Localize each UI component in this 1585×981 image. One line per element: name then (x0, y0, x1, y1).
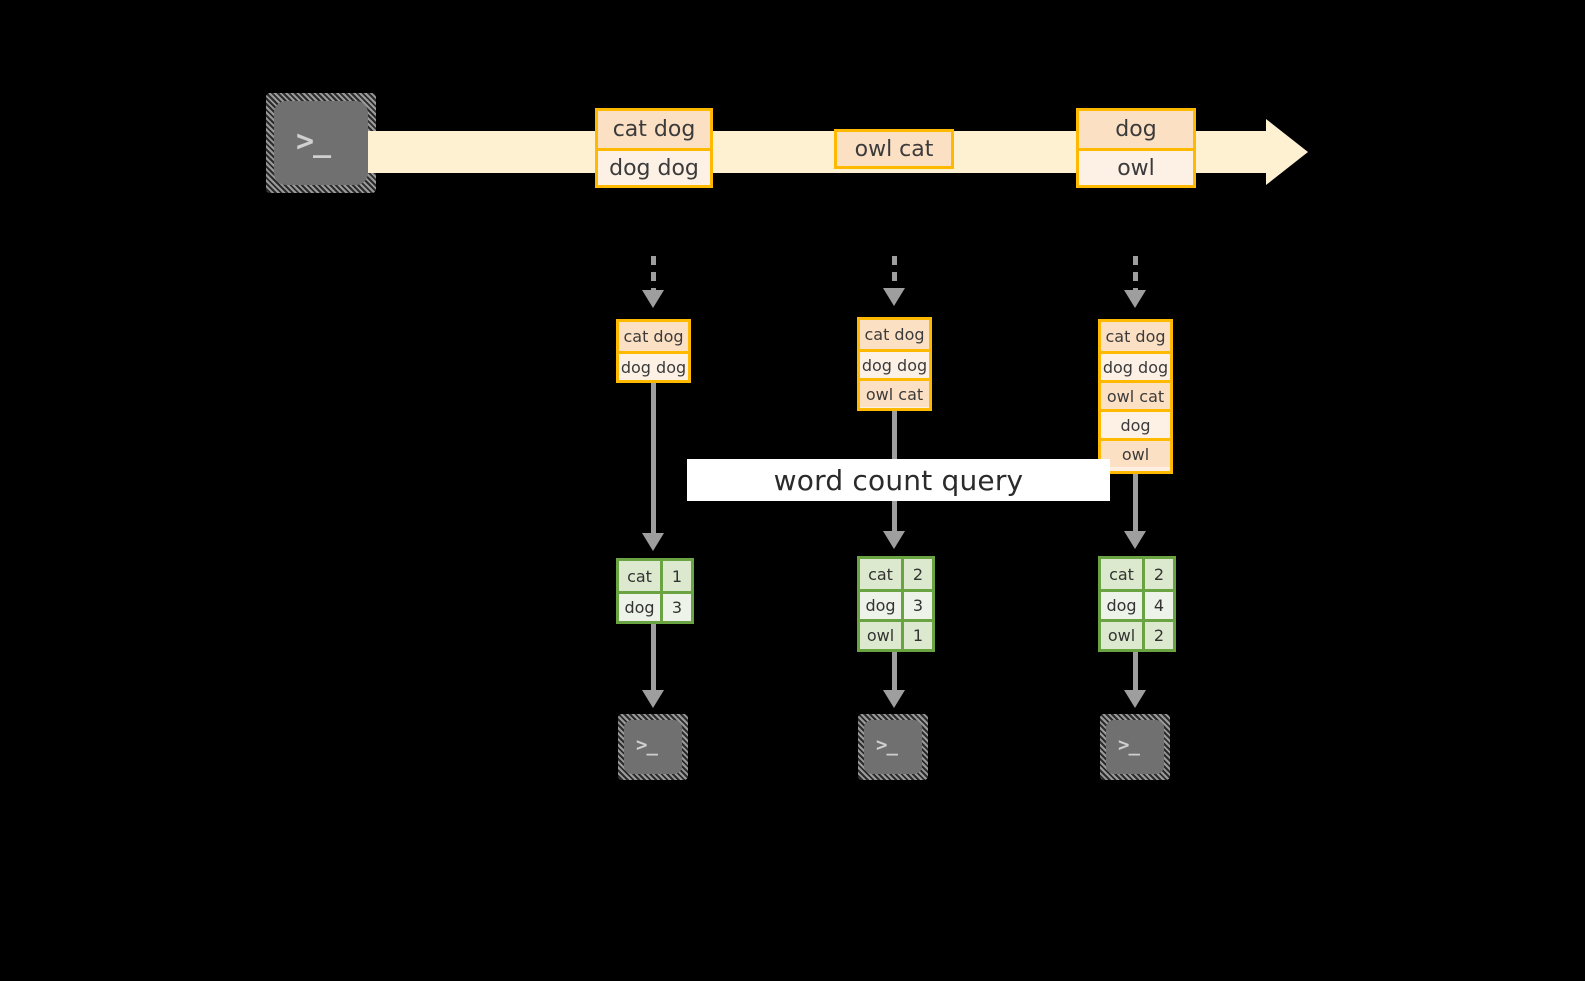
result-word: dog (860, 592, 904, 619)
column-2-dashed-connector (892, 256, 897, 290)
table-row: cat 1 (619, 561, 691, 591)
result-count: 1 (663, 561, 691, 591)
table-row: dog 3 (619, 591, 691, 621)
column-3-input-row: dog dog (1101, 351, 1170, 380)
column-1-input-stack: cat dog dog dog (616, 319, 691, 383)
terminal-prompt-glyph: >_ (296, 124, 331, 159)
result-word: dog (1101, 592, 1145, 619)
result-word: dog (619, 594, 663, 621)
column-3-input-stack: cat dog dog dog owl cat dog owl (1098, 319, 1173, 474)
column-2-sink-terminal-icon: >_ (858, 714, 928, 780)
column-2-sink-connector (892, 652, 897, 692)
terminal-prompt-glyph: >_ (876, 734, 898, 756)
column-3-sink-terminal-icon: >_ (1100, 714, 1170, 780)
stream-arrowhead-icon (1266, 119, 1308, 185)
result-word: owl (860, 622, 904, 649)
stream-event-3-line-1: dog (1079, 111, 1193, 148)
column-3-sink-connector (1133, 652, 1138, 692)
column-1-sink-arrowhead-icon (642, 690, 664, 708)
column-2-input-row: owl cat (860, 378, 929, 407)
column-3-result-table: cat 2 dog 4 owl 2 (1098, 556, 1176, 652)
result-word: owl (1101, 622, 1145, 649)
table-row: cat 2 (860, 559, 932, 589)
table-row: owl 2 (1101, 619, 1173, 649)
column-2-input-arrowhead-icon (883, 288, 905, 306)
column-1-input-row: cat dog (619, 322, 688, 351)
result-count: 1 (904, 622, 932, 649)
stream-event-3: dog owl (1076, 108, 1196, 188)
stream-event-1-line-2: dog dog (598, 148, 710, 185)
terminal-screen: >_ (864, 720, 922, 774)
column-3-input-arrowhead-icon (1124, 290, 1146, 308)
query-label-text: word count query (773, 463, 1024, 497)
column-2-input-row: dog dog (860, 349, 929, 378)
column-3-sink-arrowhead-icon (1124, 690, 1146, 708)
result-word: cat (1101, 559, 1145, 589)
column-3-input-row: owl (1101, 438, 1170, 467)
stream-event-3-line-2: owl (1079, 148, 1193, 185)
table-row: cat 2 (1101, 559, 1173, 589)
column-1-sink-connector (651, 624, 656, 692)
result-count: 2 (1145, 559, 1173, 589)
source-terminal-icon: >_ (266, 93, 376, 193)
result-word: cat (860, 559, 904, 589)
query-label-band: word count query (687, 459, 1110, 501)
result-count: 2 (904, 559, 932, 589)
column-3-input-row: cat dog (1101, 322, 1170, 351)
column-1-input-row: dog dog (619, 351, 688, 380)
column-2-input-row: cat dog (860, 320, 929, 349)
column-2-result-table: cat 2 dog 3 owl 1 (857, 556, 935, 652)
column-1-result-arrowhead-icon (642, 533, 664, 551)
column-2-input-stack: cat dog dog dog owl cat (857, 317, 932, 411)
column-2-sink-arrowhead-icon (883, 690, 905, 708)
result-word: cat (619, 561, 663, 591)
column-1-input-arrowhead-icon (642, 290, 664, 308)
result-count: 3 (904, 592, 932, 619)
result-count: 3 (663, 594, 691, 621)
result-count: 2 (1145, 622, 1173, 649)
column-1-query-connector (651, 383, 656, 535)
terminal-screen: >_ (1106, 720, 1164, 774)
stream-event-2-line-1: owl cat (837, 132, 951, 166)
terminal-screen: >_ (624, 720, 682, 774)
table-row: dog 3 (860, 589, 932, 619)
stream-event-2: owl cat (834, 129, 954, 169)
result-count: 4 (1145, 592, 1173, 619)
stream-event-1: cat dog dog dog (595, 108, 713, 188)
terminal-prompt-glyph: >_ (1118, 734, 1140, 756)
stream-event-1-line-1: cat dog (598, 111, 710, 148)
column-3-result-arrowhead-icon (1124, 531, 1146, 549)
column-3-dashed-connector (1133, 256, 1138, 292)
column-3-input-row: owl cat (1101, 380, 1170, 409)
table-row: dog 4 (1101, 589, 1173, 619)
terminal-prompt-glyph: >_ (636, 734, 658, 756)
column-1-dashed-connector (651, 256, 656, 292)
column-3-query-connector (1133, 474, 1138, 533)
column-2-result-arrowhead-icon (883, 531, 905, 549)
column-1-sink-terminal-icon: >_ (618, 714, 688, 780)
column-3-input-row: dog (1101, 409, 1170, 438)
table-row: owl 1 (860, 619, 932, 649)
terminal-screen: >_ (274, 101, 368, 185)
column-1-result-table: cat 1 dog 3 (616, 558, 694, 624)
